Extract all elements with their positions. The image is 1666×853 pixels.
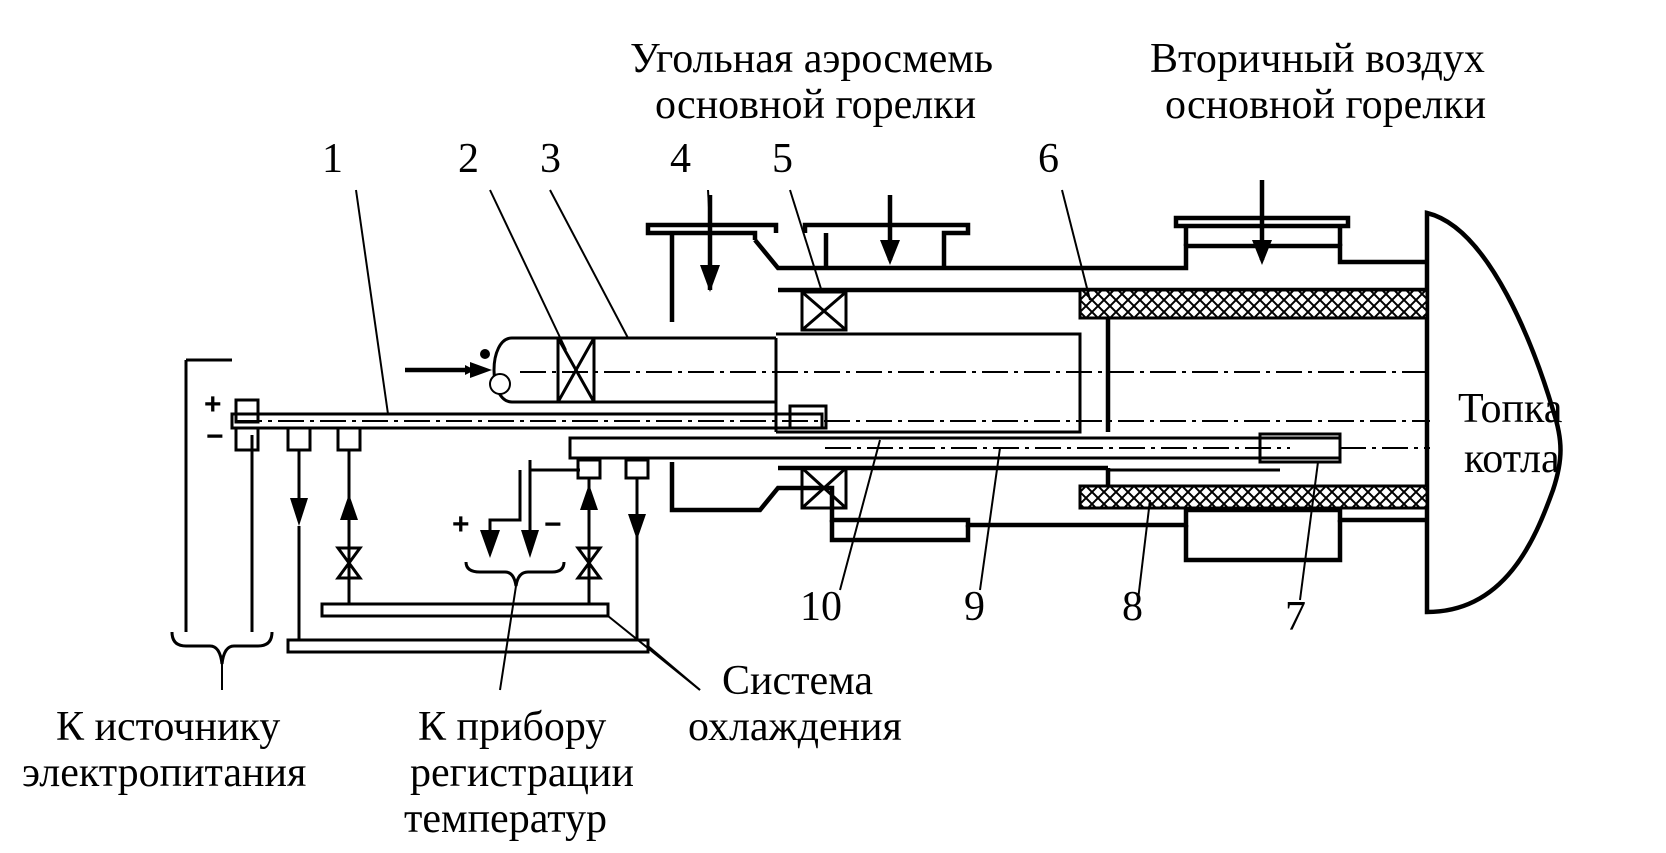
swirler-upper: [800, 290, 848, 332]
plus-sign-electrode: +: [204, 388, 222, 421]
coal-mixture-label-1: Угольная аэросмемь: [630, 36, 993, 82]
number-8: 8: [1122, 584, 1143, 630]
minus-sign-recorder: −: [544, 508, 562, 541]
cooling-header-top: [320, 602, 610, 618]
furnace-label-2: котла: [1464, 436, 1560, 482]
flow-arrows: [405, 180, 1272, 378]
secondary-air-label-1: Вторичный воздух: [1150, 36, 1485, 82]
secondary-air-label-2: основной горелки: [1165, 82, 1486, 128]
number-1: 1: [322, 136, 343, 182]
number-7: 7: [1285, 594, 1306, 640]
power-wiring: [170, 358, 274, 665]
temp-recorder-label-2: регистрации: [410, 750, 634, 796]
temp-recorder-label-1: К прибору: [418, 704, 606, 750]
swirler-lower: [800, 466, 848, 510]
coal-mixture-label-2: основной горелки: [655, 82, 976, 128]
plus-sign-recorder: +: [452, 508, 470, 541]
plasma-torch: [480, 332, 1082, 434]
furnace: [1424, 210, 1563, 615]
number-9: 9: [964, 584, 985, 630]
temp-recorder-label-3: температур: [404, 796, 607, 842]
number-10: 10: [800, 584, 842, 630]
cooling-system-label-2: охлаждения: [688, 704, 902, 750]
cooling-header-bottom: [286, 638, 650, 654]
number-5: 5: [772, 136, 793, 182]
lining-bottom: [1078, 484, 1429, 510]
number-6: 6: [1038, 136, 1059, 182]
lining-top: [1078, 288, 1429, 320]
number-4: 4: [670, 136, 691, 182]
cooling-system-label-1: Система: [722, 658, 873, 704]
power-source-label-2: электропитания: [22, 750, 306, 796]
number-2: 2: [458, 136, 479, 182]
leader-lines: [221, 189, 1319, 691]
minus-sign-electrode: −: [206, 420, 224, 453]
electrode: [230, 404, 828, 430]
number-3: 3: [540, 136, 561, 182]
furnace-label-1: Топка: [1458, 386, 1563, 432]
power-source-label-1: К источнику: [56, 704, 280, 750]
probe-connections: [464, 458, 650, 691]
probe: [568, 432, 1342, 472]
